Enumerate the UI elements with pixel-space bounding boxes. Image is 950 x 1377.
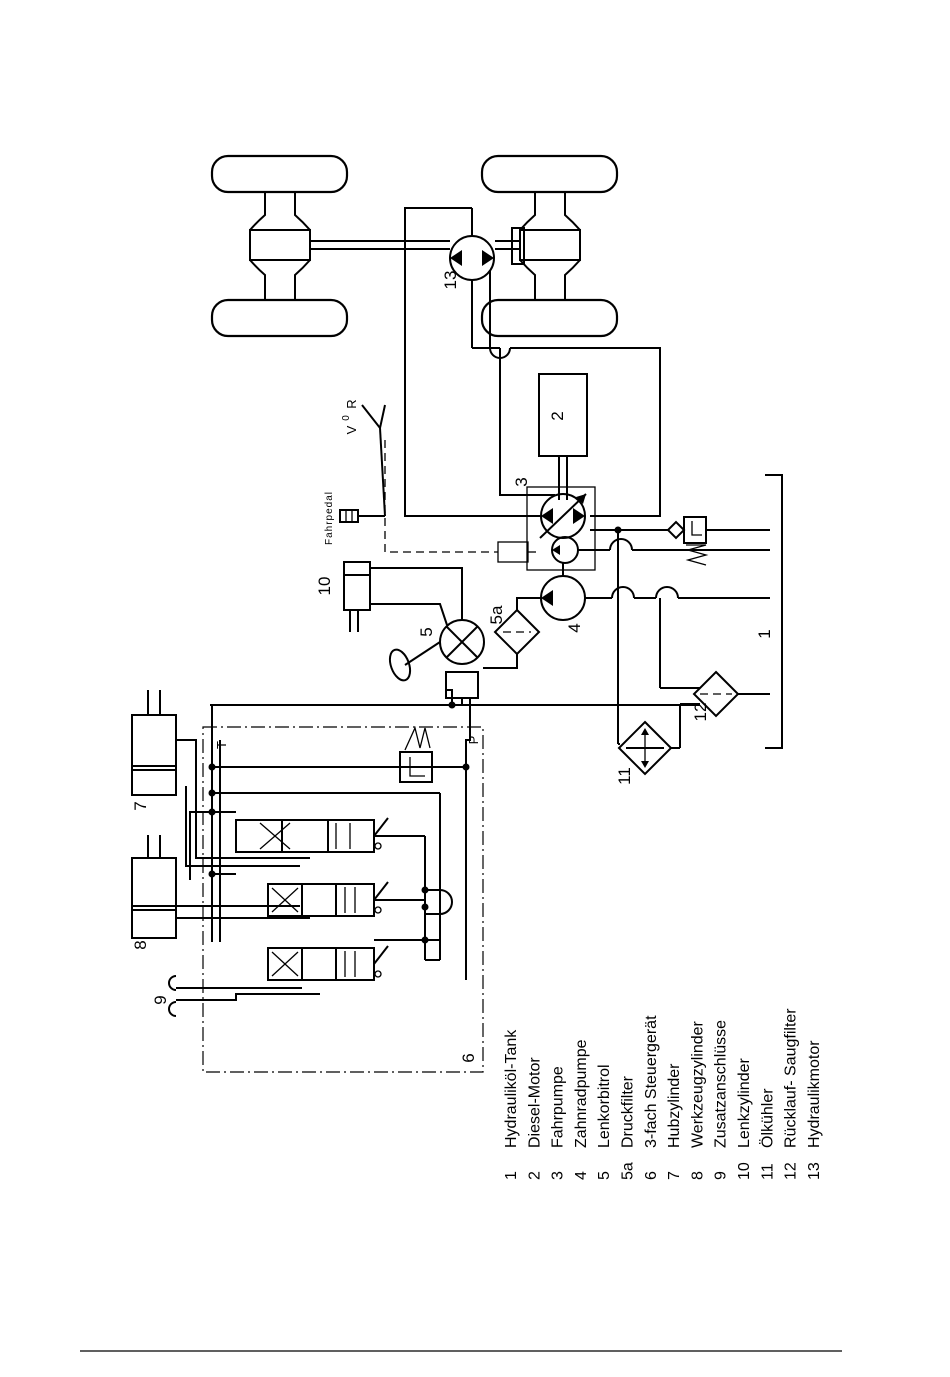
label-5a: 5a — [487, 605, 506, 624]
lenkzylinder — [344, 562, 370, 632]
check-valve — [668, 517, 770, 565]
label-7: 7 — [131, 801, 150, 810]
label-pedal-zero: 0 — [341, 415, 352, 421]
legend-text: Lenkorbitrol — [596, 1064, 613, 1148]
legend-text: Zahnradpumpe — [573, 1039, 590, 1148]
wheel-top-left — [212, 156, 347, 192]
legend-number: 3 — [550, 1171, 567, 1180]
label-port-p: P — [466, 736, 481, 745]
valve-section-1 — [212, 812, 388, 874]
legend-number: 8 — [689, 1171, 706, 1180]
legend-item: 11 Ölkühler — [758, 1088, 776, 1180]
zusatzanschluesse — [169, 976, 176, 1016]
legend-number: 4 — [573, 1171, 590, 1180]
legend-item: 3 Fahrpumpe — [550, 1066, 567, 1180]
legend-text: 3-fach Steuergerät — [643, 1015, 660, 1148]
label-12: 12 — [691, 703, 710, 722]
legend-number: 6 — [643, 1171, 660, 1180]
label-11: 11 — [615, 767, 634, 785]
legend-item: 5a Druckfilter — [620, 1075, 637, 1180]
wheel-top-right — [482, 156, 617, 192]
relief-valve — [400, 728, 466, 782]
legend-item: 8 Werkzeugzylinder — [689, 1020, 706, 1180]
valve-section-2 — [268, 882, 388, 916]
legend-item: 4 Zahnradpumpe — [573, 1039, 590, 1180]
hubzylinder — [132, 690, 176, 795]
wheel-bottom-right — [482, 300, 617, 336]
legend-number: 10 — [736, 1162, 753, 1180]
pump-group — [527, 487, 595, 620]
legend-item: 1 Hydrauliköl-Tank — [503, 1029, 520, 1180]
label-1: 1 — [755, 629, 774, 638]
legend-text: Hubzylinder — [666, 1063, 683, 1148]
label-port-t: T — [214, 741, 229, 749]
oil-cooler — [619, 704, 700, 774]
legend-text: Diesel-Motor — [526, 1057, 543, 1148]
legend-text: Rücklauf- Saugfilter — [783, 1008, 800, 1148]
legend-item: 6 3-fach Steuergerät — [643, 1015, 660, 1180]
legend-item: 13 Hydraulikmotor — [806, 1040, 823, 1180]
legend-text: Lenkzylinder — [736, 1058, 753, 1149]
label-13: 13 — [441, 271, 460, 290]
label-pedal-v: V — [344, 425, 359, 434]
legend-item: 2 Diesel-Motor — [526, 1057, 543, 1180]
legend-number: 11 — [759, 1163, 776, 1180]
legend-text: Werkzeugzylinder — [689, 1020, 706, 1148]
label-6: 6 — [459, 1053, 478, 1062]
legend-number: 9 — [713, 1171, 730, 1180]
label-2: 2 — [548, 411, 567, 420]
legend-item: 9 Zusatzanschlüsse — [713, 1020, 730, 1180]
label-8: 8 — [131, 940, 150, 949]
label-9: 9 — [151, 995, 170, 1004]
legend-number: 5 — [596, 1171, 613, 1180]
label-10: 10 — [315, 577, 334, 596]
legend-item: 7 Hubzylinder — [666, 1063, 683, 1180]
legend-item: 12 Rücklauf- Saugfilter — [783, 1008, 800, 1180]
legend-text: Hydraulikmotor — [806, 1040, 823, 1148]
legend-text: Fahrpumpe — [550, 1066, 567, 1148]
legend-number: 2 — [526, 1171, 543, 1180]
label-5: 5 — [417, 627, 436, 636]
label-3: 3 — [512, 477, 531, 486]
legend-item: 10 Lenkzylinder — [736, 1058, 753, 1181]
legend-text: Druckfilter — [620, 1075, 637, 1148]
legend-text: Zusatzanschlüsse — [713, 1020, 730, 1148]
legend-number: 13 — [806, 1162, 823, 1180]
label-4: 4 — [565, 623, 584, 632]
legend: 1 Hydrauliköl-Tank 2 Diesel-Motor 3 Fahrpumpe… — [503, 1008, 823, 1180]
legend-number: 7 — [666, 1171, 683, 1180]
label-fahrpedal: Fahrpedal — [324, 491, 335, 545]
valve-section-3 — [268, 946, 388, 980]
drive-axle — [212, 156, 617, 336]
legend-item: 5 Lenkorbitrol — [596, 1064, 613, 1180]
fahrpedal — [340, 405, 385, 522]
legend-number: 12 — [783, 1162, 800, 1180]
legend-text: Hydrauliköl-Tank — [503, 1029, 520, 1148]
legend-number: 5a — [620, 1162, 637, 1180]
legend-number: 1 — [503, 1171, 520, 1180]
werkzeugzylinder — [132, 835, 176, 938]
wheel-bottom-left — [212, 300, 347, 336]
legend-text: Ölkühler — [758, 1088, 776, 1148]
tank-symbol — [765, 475, 782, 748]
label-pedal-r: R — [344, 399, 359, 408]
